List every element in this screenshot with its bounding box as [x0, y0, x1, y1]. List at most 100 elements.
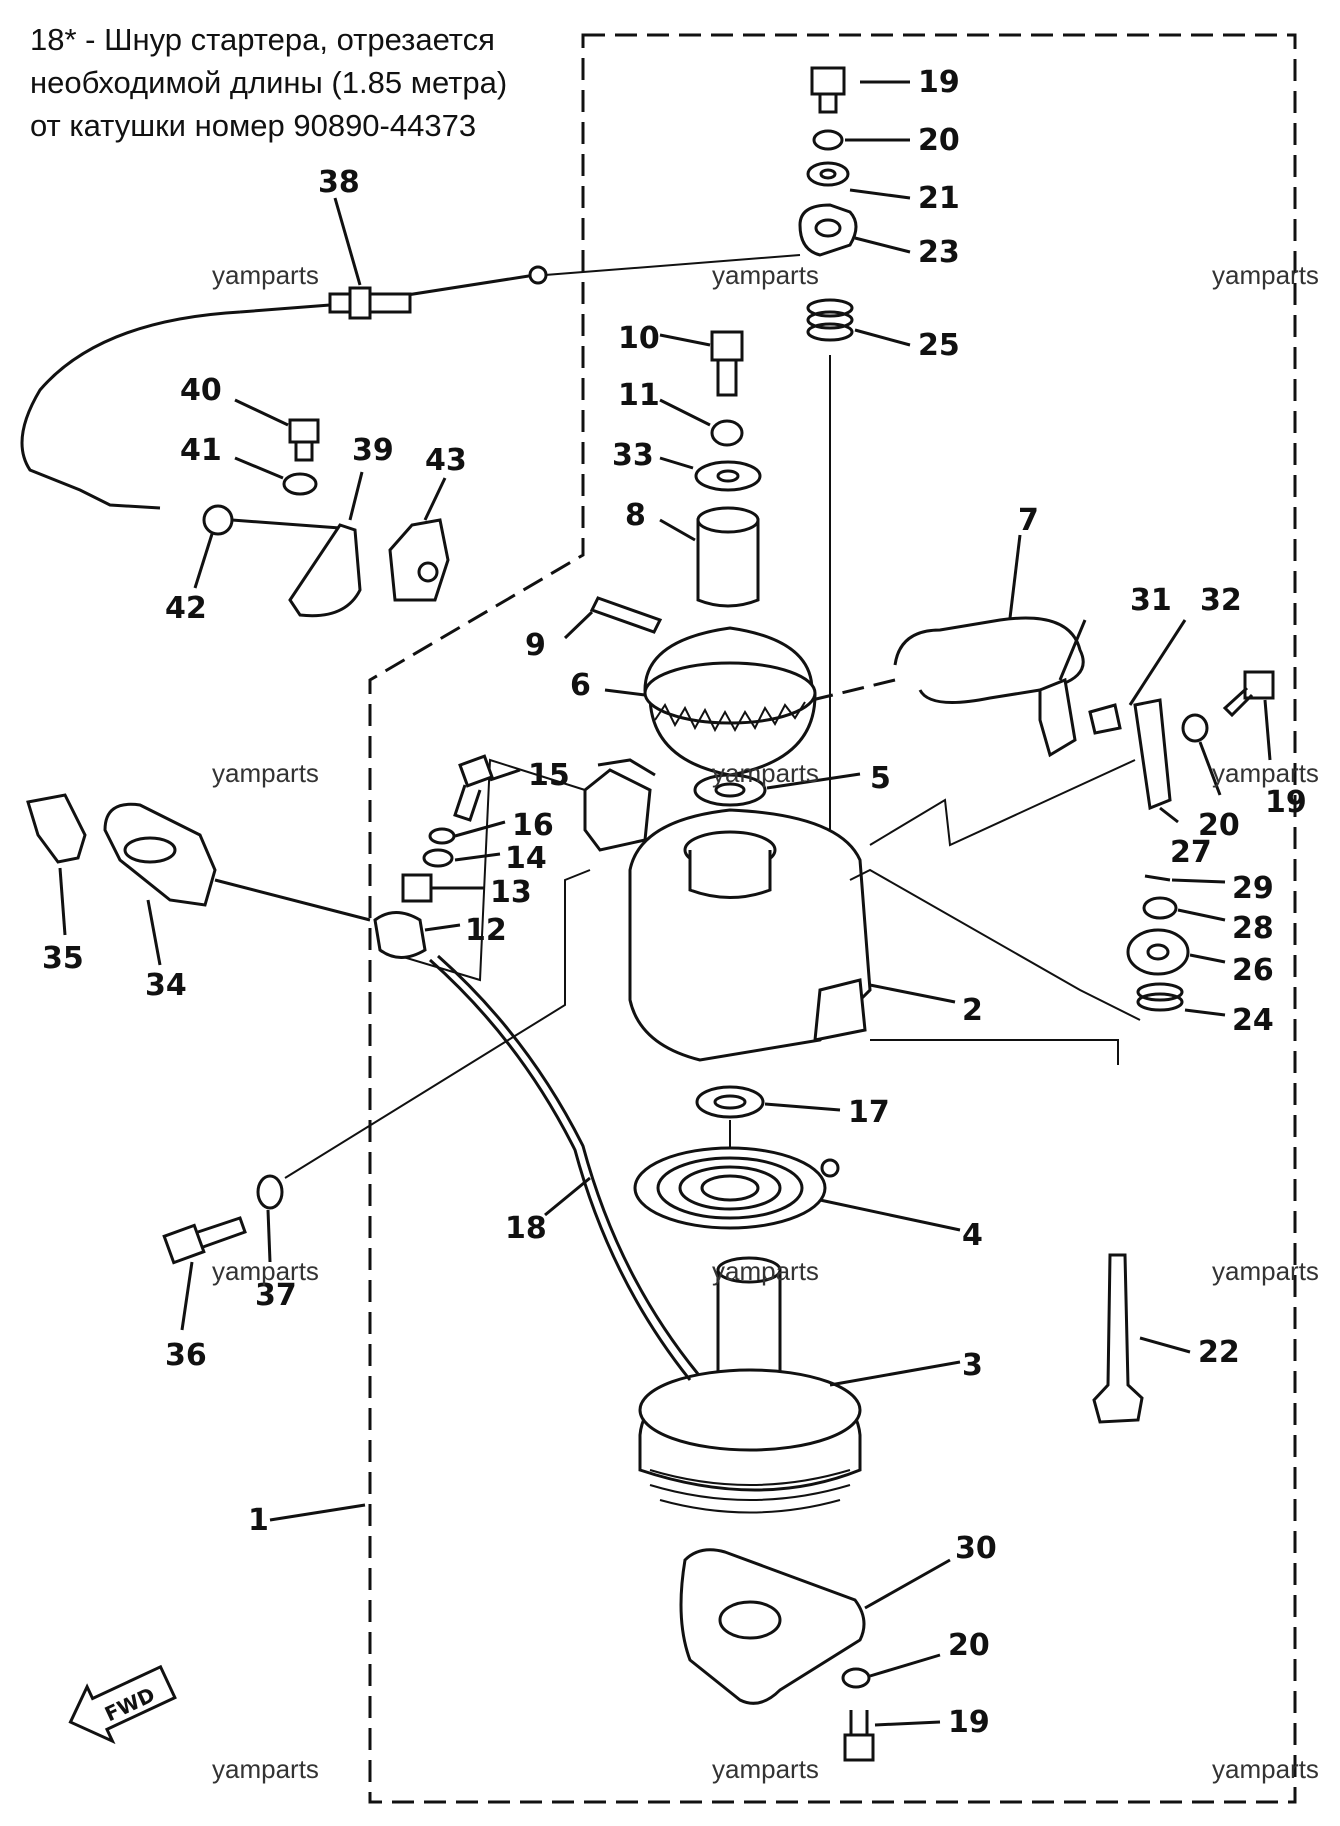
label-19-bottom: 19	[948, 1705, 990, 1740]
cord-note-line-2: необходимой длины (1.85 метра)	[30, 65, 508, 100]
bolt-19-bottom	[843, 1710, 941, 1762]
label-38: 38	[318, 165, 360, 200]
bracket-31	[1038, 619, 1087, 758]
label-28: 28	[1232, 911, 1274, 946]
shaft-22	[870, 1039, 1191, 1424]
watermark: yamparts	[212, 260, 319, 290]
label-41: 41	[180, 433, 222, 468]
watermark: yamparts	[212, 758, 319, 788]
cable-clamp-12	[373, 911, 461, 959]
throttle-link-12	[379, 758, 656, 982]
label-22: 22	[1198, 1335, 1240, 1370]
label-1: 1	[248, 1503, 269, 1538]
label-6: 6	[570, 668, 591, 703]
washer-28	[1142, 896, 1226, 922]
label-15: 15	[528, 758, 570, 793]
label-18: 18	[505, 1211, 547, 1246]
clip-16	[428, 820, 506, 845]
label-33: 33	[612, 438, 654, 473]
leader-1	[269, 1503, 366, 1522]
label-29: 29	[1232, 871, 1274, 906]
washer-5	[693, 772, 861, 807]
label-16: 16	[512, 808, 554, 843]
watermark: yamparts	[1212, 758, 1319, 788]
assembly-boundary	[368, 33, 1297, 1804]
label-39: 39	[352, 433, 394, 468]
label-34: 34	[145, 968, 187, 1003]
label-32: 32	[1200, 583, 1242, 618]
washer-33	[659, 456, 762, 492]
watermark: yamparts	[712, 1256, 819, 1286]
starter-cord-18	[429, 954, 700, 1381]
spiral-spring-4	[633, 1146, 961, 1232]
collar-13	[401, 873, 485, 903]
pin-29	[1144, 874, 1226, 884]
cord-note-line-3: от катушки номер 90890-44373	[30, 108, 477, 143]
block-32	[1088, 619, 1187, 735]
bolt-19-top	[810, 66, 910, 114]
bolt-40	[234, 398, 320, 462]
label-19-right: 19	[1265, 785, 1307, 820]
washer-41	[234, 456, 318, 496]
throttle-cable-38	[20, 197, 801, 510]
watermark: yamparts	[212, 1754, 319, 1784]
label-30: 30	[955, 1531, 997, 1566]
label-17: 17	[848, 1095, 890, 1130]
label-20-right: 20	[1198, 808, 1240, 843]
label-12: 12	[465, 913, 507, 948]
washer-20-top	[812, 129, 910, 151]
plate-27	[869, 698, 1179, 847]
bolt-10	[659, 330, 744, 397]
washer-20-right	[1181, 713, 1222, 796]
wire-spring-7	[811, 534, 1085, 704]
label-19-top: 19	[918, 65, 960, 100]
bolt-15	[453, 754, 521, 822]
starter-handle-34	[103, 802, 371, 966]
label-3: 3	[962, 1348, 983, 1383]
throttle-cam-23	[798, 203, 911, 257]
circlip-17	[695, 1085, 841, 1180]
label-5: 5	[870, 761, 891, 796]
label-27: 27	[1170, 835, 1212, 870]
label-7: 7	[1018, 503, 1039, 538]
label-2: 2	[962, 993, 983, 1028]
label-26: 26	[1232, 953, 1274, 988]
bolt-36	[162, 1216, 247, 1331]
washer-37	[256, 869, 591, 1263]
label-21: 21	[918, 181, 960, 216]
label-40: 40	[180, 373, 222, 408]
washer-14	[422, 848, 501, 868]
washer-20-bottom	[841, 1653, 941, 1689]
label-31: 31	[1130, 583, 1172, 618]
watermark: yamparts	[212, 1256, 319, 1286]
watermark: yamparts	[712, 1754, 819, 1784]
cam-26	[1126, 928, 1226, 976]
spring-24	[849, 868, 1226, 1021]
pin-9	[563, 596, 663, 640]
watermark: yamparts	[1212, 260, 1319, 290]
label-11: 11	[618, 378, 660, 413]
washer-21	[806, 161, 911, 200]
label-20-top: 20	[918, 123, 960, 158]
plate-30	[679, 1548, 951, 1705]
cord-note: 18* - Шнур стартера, отрезается необходи…	[30, 18, 507, 147]
label-4: 4	[962, 1218, 983, 1253]
bolt-19-right	[1222, 670, 1275, 761]
spring-25	[806, 298, 911, 347]
bracket-35	[26, 793, 87, 936]
label-35: 35	[42, 941, 84, 976]
label-14: 14	[505, 841, 547, 876]
nut-11	[659, 398, 744, 447]
label-24: 24	[1232, 1003, 1274, 1038]
cord-note-line-1: 18* - Шнур стартера, отрезается	[30, 22, 495, 57]
sleeve-8	[659, 506, 760, 608]
watermark: yamparts	[712, 260, 819, 290]
lever-43	[388, 477, 450, 602]
fwd-arrow-icon: FWD	[68, 1664, 177, 1745]
label-8: 8	[625, 498, 646, 533]
label-36: 36	[165, 1338, 207, 1373]
label-37: 37	[255, 1278, 297, 1313]
watermark: yamparts	[1212, 1256, 1319, 1286]
bracket-39	[288, 471, 364, 618]
